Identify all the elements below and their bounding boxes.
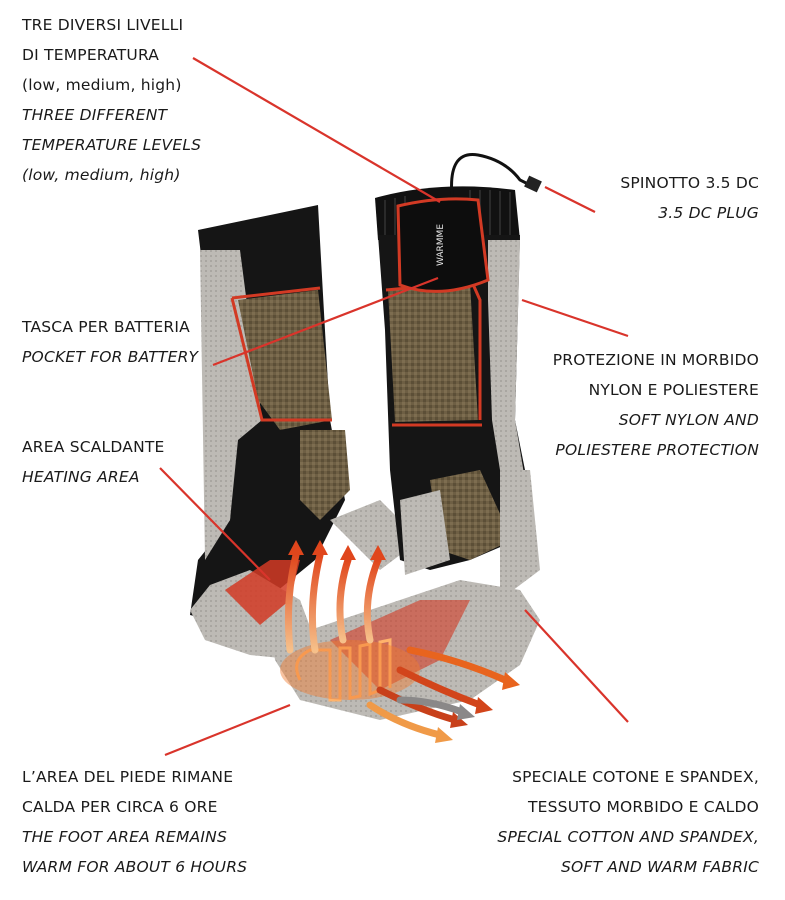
leader-battery xyxy=(212,276,439,367)
leader-heating xyxy=(159,467,271,581)
label-heating-area: AREA SCALDANTE HEATING AREA xyxy=(22,438,165,486)
right-sock: WARMME xyxy=(274,186,540,720)
leader-lines xyxy=(159,57,629,757)
heat-arrow-heads-up xyxy=(288,540,386,560)
label-foot-warm: L’AREA DEL PIEDE RIMANE CALDA PER CIRCA … xyxy=(22,768,248,876)
label-protection: PROTEZIONE IN MORBIDO NYLON E POLIESTERE… xyxy=(552,351,759,459)
heat-arrow-heads-forward xyxy=(435,672,520,743)
heat-arrows-up xyxy=(284,551,382,654)
label-plug: SPINOTTO 3.5 DC 3.5 DC PLUG xyxy=(620,174,759,222)
leader-protection xyxy=(521,298,629,338)
heat-arrows-forward xyxy=(366,646,509,739)
left-sock xyxy=(190,205,420,660)
leader-foot xyxy=(164,703,291,757)
leader-plug xyxy=(544,186,596,213)
label-fabric: SPECIALE COTONE E SPANDEX, TESSUTO MORBI… xyxy=(497,768,759,876)
brand-text: WARMME xyxy=(436,224,446,266)
label-temperature-levels: TRE DIVERSI LIVELLI DI TEMPERATURA (low,… xyxy=(22,16,202,184)
power-cord xyxy=(450,153,542,197)
label-battery-pocket: TASCA PER BATTERIA POCKET FOR BATTERY xyxy=(22,318,199,366)
leader-temperature xyxy=(192,57,441,203)
leader-fabric xyxy=(524,609,629,723)
